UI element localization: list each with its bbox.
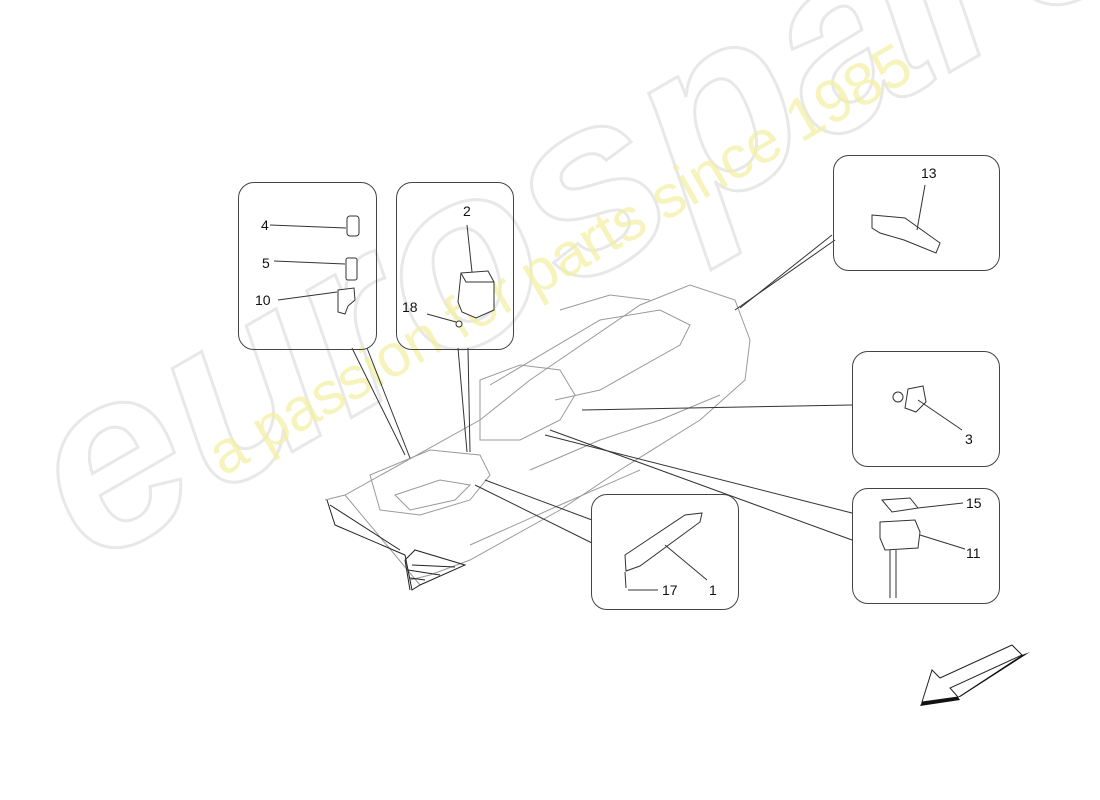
part-label-2[interactable]: 2 — [463, 203, 471, 219]
direction-arrow-icon — [920, 644, 1030, 706]
part-label-1[interactable]: 1 — [709, 582, 717, 598]
part-label-18[interactable]: 18 — [402, 299, 418, 315]
part-sketches — [269, 184, 966, 598]
part-label-15[interactable]: 15 — [966, 495, 982, 511]
callout-box-switches — [238, 182, 377, 350]
callout-box-gear-switch — [396, 182, 514, 350]
callout-box-button-panel — [591, 494, 739, 610]
part-label-10[interactable]: 10 — [255, 292, 271, 308]
callout-box-cover — [852, 488, 1000, 604]
part-label-3[interactable]: 3 — [965, 431, 973, 447]
callout-box-usb — [852, 351, 1000, 467]
part-label-5[interactable]: 5 — [262, 255, 270, 271]
part-label-17[interactable]: 17 — [662, 582, 678, 598]
bracket-lattice — [326, 499, 467, 591]
part-label-4[interactable]: 4 — [261, 217, 269, 233]
callout-box-armrest-switch — [833, 155, 1000, 271]
part-label-13[interactable]: 13 — [921, 165, 937, 181]
part-label-11[interactable]: 11 — [966, 545, 981, 561]
